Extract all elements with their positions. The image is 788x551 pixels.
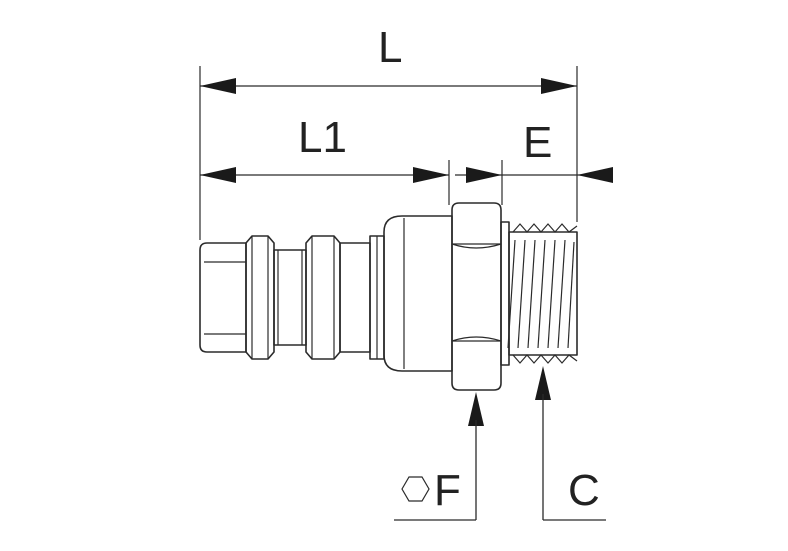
dimension-l1: L1 bbox=[200, 113, 449, 183]
label-l1: L1 bbox=[298, 113, 347, 162]
coupling-plug-body bbox=[199, 202, 578, 391]
extension-lines bbox=[199, 66, 578, 240]
label-e: E bbox=[523, 118, 552, 167]
dimension-l: L bbox=[200, 23, 577, 94]
leader-f: F bbox=[394, 392, 484, 521]
dimension-e: E bbox=[455, 118, 613, 183]
label-l: L bbox=[378, 23, 402, 72]
label-c: C bbox=[568, 466, 600, 515]
hexagon-icon bbox=[401, 476, 430, 502]
label-f: F bbox=[434, 466, 461, 515]
leader-c: C bbox=[535, 366, 606, 521]
